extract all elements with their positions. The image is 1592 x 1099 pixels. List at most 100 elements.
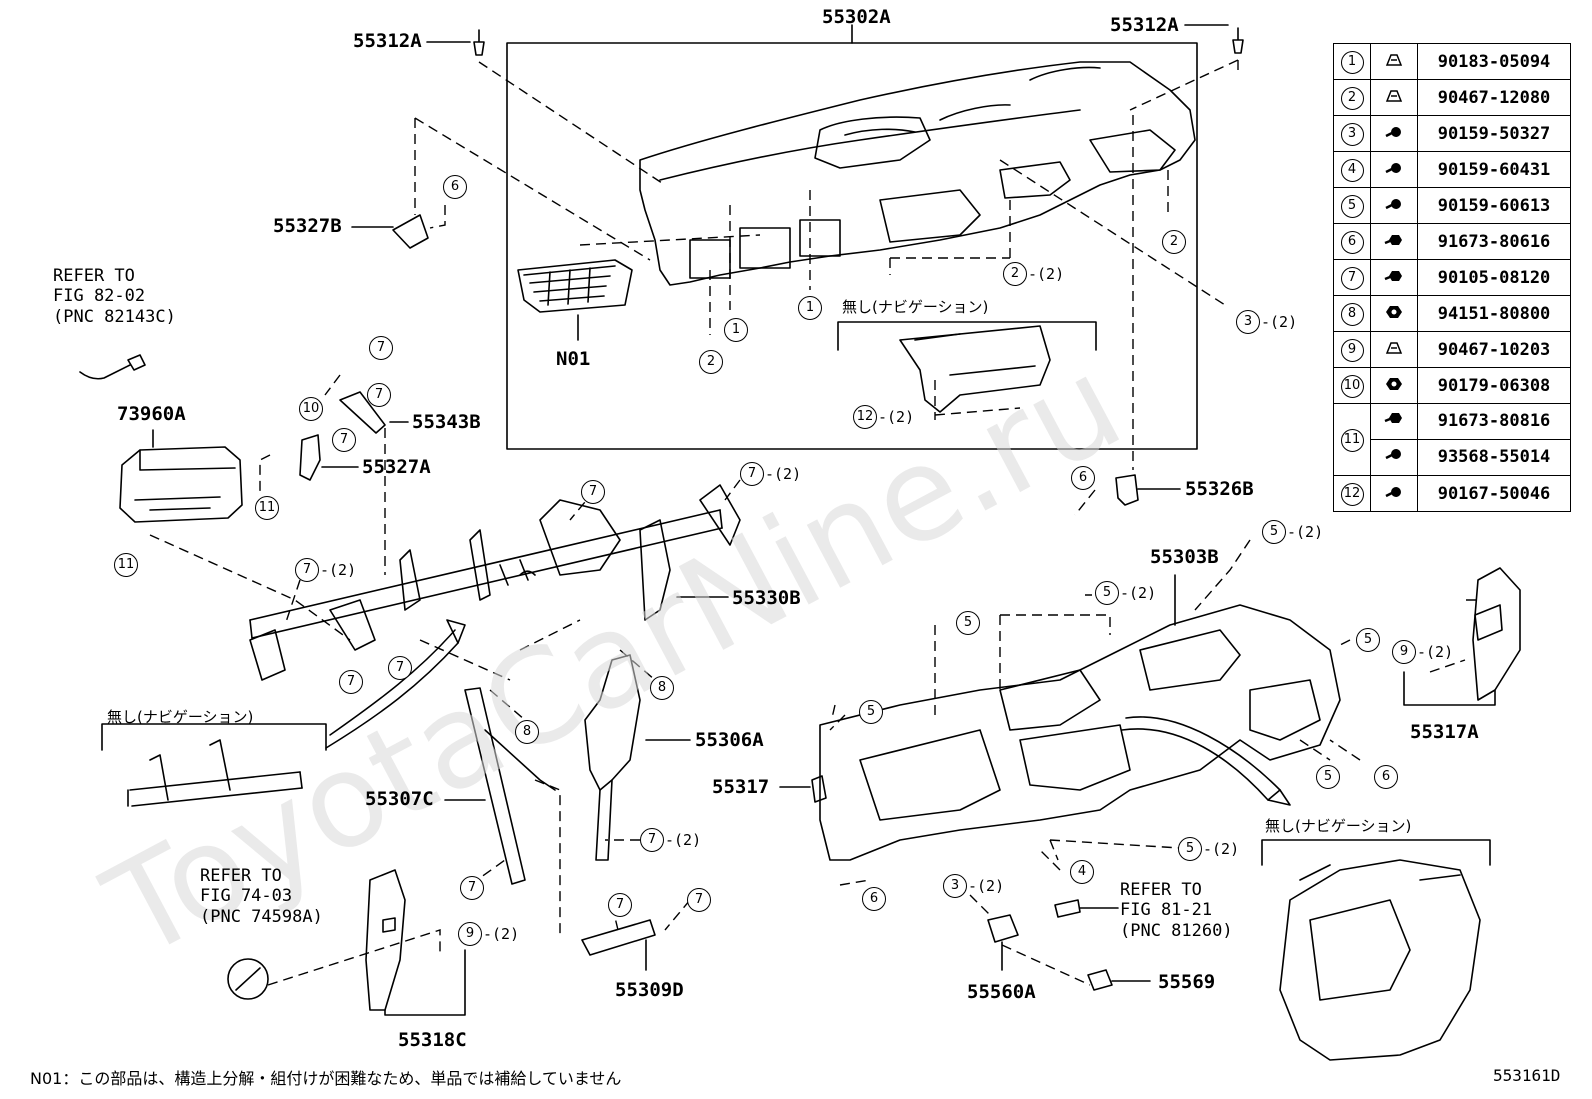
part-number: 91673-80816 [1437,411,1551,431]
fastener-icon-cell [1370,259,1418,296]
part-number-cell: 94151-80800 [1417,295,1571,332]
callout-6: 6 [1374,765,1398,789]
clip-icon [1383,341,1405,361]
screw-icon [1383,486,1405,505]
navi-less-caption-lower-right: 無し(ナビゲーション) [1265,817,1412,835]
callout-1: 1 [724,318,748,342]
fastener-icon-cell [1370,223,1418,260]
label-55306A: 55306A [695,729,764,751]
fastener-icon-cell [1370,367,1418,404]
part-number-cell: 90467-10203 [1417,331,1571,368]
qty-2: -(2) [1417,643,1454,661]
ref-number-cell: 11 [1333,403,1371,476]
label-55317A: 55317A [1410,721,1479,743]
callout-8: 8 [515,720,539,744]
parts-table-row: 6 91673-80616 [1333,223,1571,260]
label-55318C: 55318C [398,1029,467,1051]
qty-2: -(2) [1028,265,1065,283]
callout-7: 7 [388,656,412,680]
label-55312A-right: 55312A [1110,14,1179,36]
nut-icon [1383,377,1405,397]
ref-number-cell: 12 [1333,475,1371,512]
callout-6: 6 [443,175,467,199]
ref-number-cell: 10 [1333,367,1371,404]
clip-icon [1383,89,1405,109]
callout-3: 3 [1236,310,1260,334]
ref-number-cell: 6 [1333,223,1371,260]
refer-line: (PNC 82143C) [53,306,176,327]
bolt-icon [1383,234,1405,253]
callout-2: 2 [1003,262,1027,286]
fastener-icon-cell [1370,43,1418,80]
callout-4: 4 [1070,860,1094,884]
part-number-cell: 90183-05094 [1417,43,1571,80]
refer-note-81260: REFER TO FIG 81-21 (PNC 81260) [1120,880,1233,941]
callout-7: 7 [740,462,764,486]
refer-line: FIG 81-21 [1120,900,1213,921]
ref-number: 8 [1340,302,1364,326]
part-number-cell: 90167-50046 [1417,475,1571,512]
ref-number: 3 [1340,122,1364,146]
reinforcement-55330B [249,484,741,681]
refer-line: REFER TO [200,866,282,886]
callout-7: 7 [581,480,605,504]
callout-9: 9 [1392,640,1416,664]
part-number-cell: 90159-60613 [1417,187,1571,224]
parts-table-row: 8 94151-80800 [1333,295,1571,332]
label-55309D: 55309D [615,979,684,1001]
qty-2: -(2) [1261,313,1298,331]
label-55307C: 55307C [365,788,434,810]
ref-number: 12 [1340,482,1364,506]
fastener-icon-cell [1370,403,1418,476]
upper-panel-box [506,42,1198,450]
callout-5: 5 [1356,628,1380,652]
instrument-panel-55302A [639,61,1196,286]
part-number-cell: 90467-12080 [1417,79,1571,116]
callout-2: 2 [699,350,723,374]
label-55343B: 55343B [412,411,481,433]
screw-icon [1371,439,1417,475]
callout-5: 5 [956,611,980,635]
label-73960A: 73960A [117,403,186,425]
callout-5: 5 [859,700,883,724]
callout-5: 5 [1178,837,1202,861]
qty-2: -(2) [1203,840,1240,858]
parts-table-row: 1 90183-05094 [1333,43,1571,80]
callout-11: 11 [114,553,138,577]
part-number-cell: 90105-08120 [1417,259,1571,296]
refer-note-74598A: REFER TO FIG 74-03 (PNC 74598A) [200,866,323,927]
ref-number-cell: 3 [1333,115,1371,152]
callout-7: 7 [687,888,711,912]
ref-number: 2 [1340,86,1364,110]
fastener-icon-cell [1370,115,1418,152]
refer-line: REFER TO [53,266,135,286]
callout-5: 5 [1316,765,1340,789]
fastener-icon-cell [1370,295,1418,332]
callout-12: 12 [853,405,877,429]
qty-2: -(2) [483,925,520,943]
bolt-icon [1371,404,1417,439]
ref-number: 1 [1340,50,1364,74]
part-number-cell: 90159-50327 [1417,115,1571,152]
part-number-cell: 91673-80616 [1417,223,1571,260]
footnote-N01: N01：この部品は、構造上分解・組付けが困難なため、単品では補給していません [30,1069,622,1088]
bolt-icon [1383,270,1405,289]
ref-number: 10 [1340,374,1364,398]
label-55317: 55317 [712,776,770,798]
callout-5: 5 [1262,520,1286,544]
label-55327B: 55327B [273,215,342,237]
label-55302A: 55302A [822,6,891,28]
qty-2: -(2) [1287,523,1324,541]
fastener-icon-cell [1370,331,1418,368]
label-55303B: 55303B [1150,546,1219,568]
callout-7: 7 [608,893,632,917]
ref-number-cell: 8 [1333,295,1371,332]
callout-5: 5 [1095,581,1119,605]
callout-2: 2 [1162,230,1186,254]
callout-1: 1 [798,296,822,320]
